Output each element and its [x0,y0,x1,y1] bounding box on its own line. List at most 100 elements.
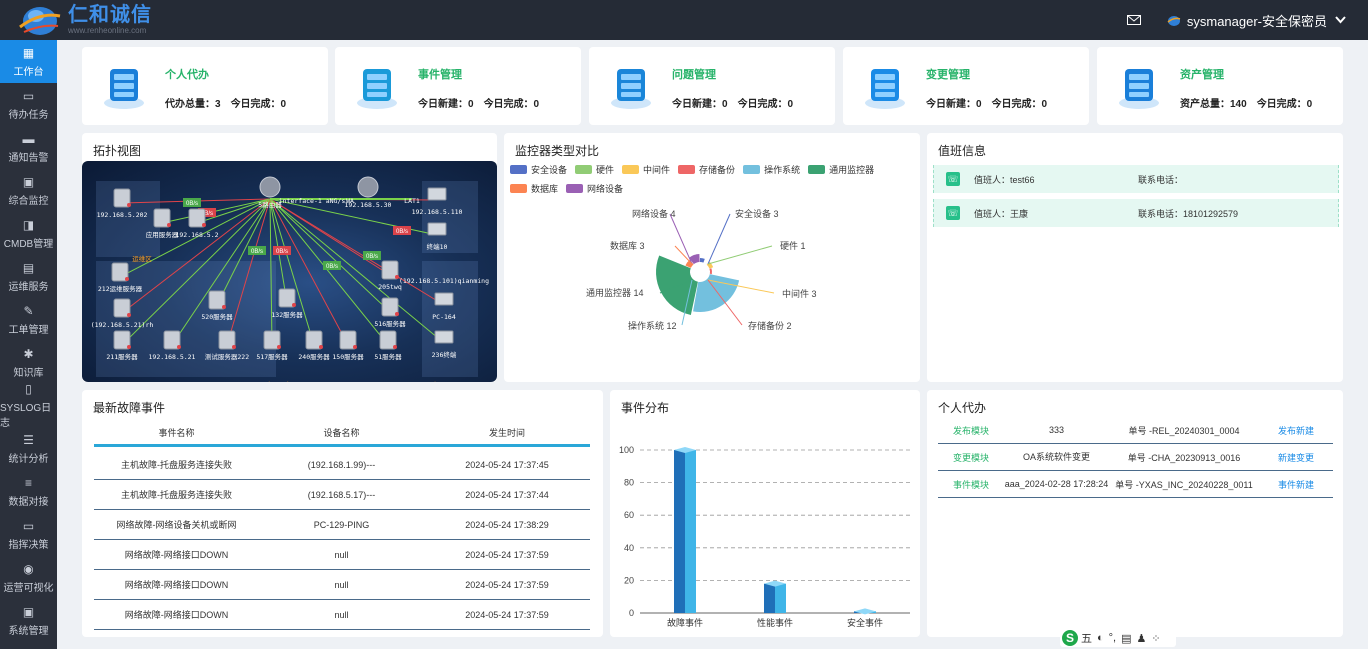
rose-slice[interactable] [685,259,694,268]
bar[interactable] [764,580,786,613]
legend-item-6[interactable]: 数据库 [510,182,558,195]
topology-node[interactable]: 终端10 [427,222,448,251]
rose-slice[interactable] [709,268,712,275]
user-name[interactable]: sysmanager-安全保密员 [1186,13,1327,29]
legend-swatch [510,165,527,174]
sidebar-item-label: 指挥决策 [8,539,49,551]
legend-swatch [743,165,761,174]
topology-node[interactable]: 5路由器 [258,176,282,209]
ime-mode[interactable]: 五 [1081,633,1092,645]
ime-toolbar[interactable]: S 五 ◐ °, ▤ ♟ ⁘ [1060,629,1176,647]
sidebar-item-3[interactable]: ▣综合监控 [0,169,57,212]
table-row[interactable]: 主机故障-托盘服务连接失败(192.168.5.17)---2024-05-24… [94,480,590,510]
rose-slice[interactable] [700,258,705,263]
legend-label: 通用监控器 [829,165,875,175]
topology-node[interactable]: 205twq [378,260,402,291]
sidebar-item-2[interactable]: ▬通知告警 [0,126,57,169]
topology-node[interactable]: (192.168.5.21)rh [91,298,154,329]
legend-item-5[interactable]: 通用监控器 [808,163,874,176]
legend-item-2[interactable]: 中间件 [622,163,670,176]
topology-node[interactable]: PC-164 [432,292,456,321]
sidebar-item-11[interactable]: ▭指挥决策 [0,513,57,556]
topology-node[interactable]: 211服务器 [106,330,138,361]
topology-node[interactable]: 51服务器 [374,330,402,361]
topology-node[interactable]: 236终端 [432,330,457,359]
sidebar-item-10[interactable]: ≡数据对接 [0,470,57,513]
topology-node[interactable]: 192.168.5.2 [175,208,219,239]
sidebar-item-6[interactable]: ✎工单管理 [0,298,57,341]
topology-link [196,198,271,224]
todo-action-link[interactable]: 发布新建 [1277,425,1314,436]
sidebar-item-8[interactable]: ▯SYSLOG日志 [0,382,57,429]
topology-node[interactable]: 192.168.5.202 [97,188,148,219]
apps-icon[interactable]: ⁘ [1151,632,1161,645]
svg-text:236终端: 236终端 [432,350,457,359]
legend-item-4[interactable]: 操作系统 [743,163,800,176]
topology-node[interactable]: 520服务器 [201,290,233,321]
legend-item-7[interactable]: 网络设备 [566,182,623,195]
legend-item-3[interactable]: 存储备份 [678,163,735,176]
y-tick-label: 60 [624,510,634,520]
topology-node[interactable]: 应用服务器 [146,208,179,239]
topology-node[interactable]: 测试服务器222 [205,330,249,361]
rose-slice[interactable] [703,262,707,265]
topology-node[interactable]: 240服务器 [298,330,330,361]
bar[interactable] [854,608,876,615]
rose-slice[interactable] [693,274,740,312]
table-row[interactable]: 主机故障-托盘服务连接失败(192.168.1.99)---2024-05-24… [94,450,590,480]
avatar-icon[interactable] [1167,13,1181,27]
moon-icon[interactable]: ◐ [1097,632,1104,644]
punctuation-icon[interactable]: °, [1108,632,1117,644]
todo-action-link[interactable]: 新建变更 [1277,452,1314,463]
card-title[interactable]: 变更管理 [926,69,970,81]
todo-action-link[interactable]: 事件新建 [1277,479,1314,490]
card-title[interactable]: 个人代办 [165,69,209,81]
svg-text:WA: WA [346,197,354,205]
topology-link-label: 0B/s [183,198,201,207]
sidebar-item-7[interactable]: ✱知识库 [0,341,57,384]
sidebar-item-0[interactable]: ▦工作台 [0,40,57,83]
topology-node[interactable]: 516服务器 [374,297,406,328]
topology-node[interactable]: 192.168.5.110 [412,187,463,216]
sidebar-item-4[interactable]: ◨CMDB管理 [0,212,57,255]
legend-item-1[interactable]: 硬件 [575,163,614,176]
legend-item-0[interactable]: 安全设备 [510,163,567,176]
topology-node[interactable]: 192.168.5.21 [149,330,196,361]
sidebar-item-label: 运维服务 [8,281,49,293]
sidebar-item-1[interactable]: ▭待办任务 [0,83,57,126]
card-title[interactable]: 问题管理 [672,69,716,81]
sidebar-item-9[interactable]: ☰统计分析 [0,427,57,470]
rose-slice[interactable] [688,254,700,265]
topology-node[interactable]: 132服务器 [271,288,303,319]
header-time: 发生时间 [488,428,525,438]
topology-node[interactable]: 150服务器 [332,330,364,361]
topology-node[interactable]: 192.168.5.30 [345,176,392,209]
bar[interactable] [674,447,696,613]
sidebar-item-5[interactable]: ▤运维服务 [0,255,57,298]
topology-node[interactable]: 212运维服务器 [98,262,143,293]
mail-icon[interactable] [1126,15,1141,25]
card-title[interactable]: 事件管理 [418,69,462,81]
topology-node[interactable]: 517服务器 [256,330,288,361]
sidebar-item-13[interactable]: ▣系统管理 [0,599,57,642]
card-title[interactable]: 资产管理 [1180,69,1224,81]
chevron-down-icon[interactable] [1335,16,1346,24]
user-icon[interactable]: ♟ [1136,632,1147,645]
sidebar-item-label: 待办任务 [8,109,49,121]
svg-text:517服务器: 517服务器 [256,352,288,361]
keyboard-icon[interactable]: ▤ [1121,632,1132,645]
sidebar-item-12[interactable]: ◉运营可视化 [0,556,57,599]
